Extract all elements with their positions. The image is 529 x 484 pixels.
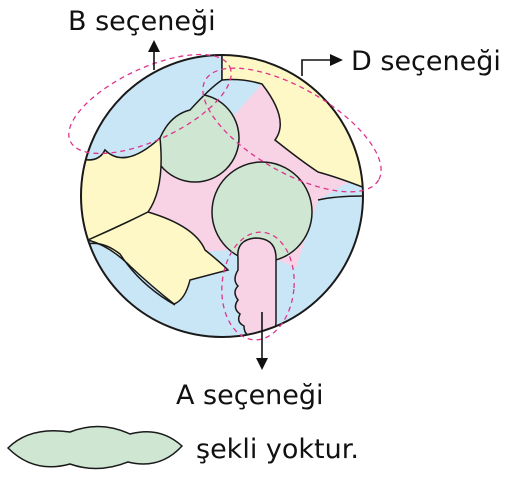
label-option-d: D seçeneği — [351, 46, 501, 77]
arrow-d-line — [301, 59, 332, 76]
circle-puzzle — [80, 54, 364, 338]
highlight-option-d — [202, 67, 382, 193]
highlight-outlines — [68, 53, 382, 341]
arrow-d-head — [330, 54, 343, 66]
yellow-piece-bottom-left — [85, 211, 230, 305]
blue-wave-bottom-left — [81, 242, 176, 306]
label-option-b: B seçeneği — [68, 6, 216, 37]
arrow-a-head — [256, 358, 268, 370]
arrow-b-head — [148, 40, 160, 52]
pink-piece-bottom — [234, 237, 277, 337]
highlight-option-b — [68, 53, 232, 155]
label-option-a: A seçeneği — [176, 380, 324, 411]
blue-piece-right — [317, 195, 363, 201]
wave-piece-shape — [6, 425, 184, 470]
note-text: şekli yoktur. — [196, 434, 359, 465]
pointer-arrows — [148, 40, 343, 370]
circle-outline — [80, 54, 364, 338]
highlight-option-a — [221, 231, 295, 341]
